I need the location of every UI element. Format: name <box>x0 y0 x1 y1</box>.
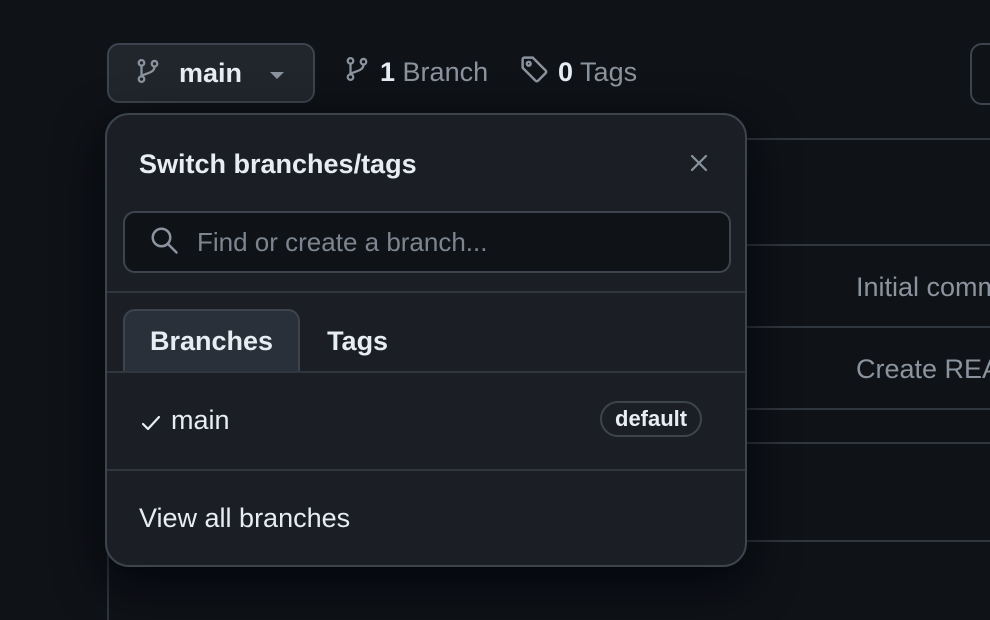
view-all-branches-link[interactable]: View all branches <box>139 503 351 533</box>
branch-search-input[interactable] <box>195 225 719 259</box>
switch-branches-dropdown: Switch branches/tags Branches Tags <box>105 113 747 567</box>
branch-search-box[interactable] <box>123 211 731 273</box>
git-branch-icon <box>135 57 161 90</box>
close-icon <box>689 153 709 178</box>
search-icon <box>149 225 179 260</box>
branches-count: 1 <box>380 57 396 87</box>
default-badge: default <box>600 401 703 437</box>
tags-label: Tags <box>580 57 638 87</box>
divider <box>107 469 745 471</box>
divider <box>107 291 745 293</box>
branch-list-item-main[interactable]: main default <box>107 373 745 469</box>
divider <box>107 371 745 373</box>
tab-tags[interactable]: Tags <box>327 325 389 356</box>
git-branch-icon <box>344 55 370 90</box>
commit-message[interactable]: Initial comm <box>856 272 990 302</box>
commit-message[interactable]: Create REA <box>856 354 990 384</box>
branches-label: Branch <box>402 57 489 87</box>
tag-icon <box>520 55 548 90</box>
chevron-down-icon <box>270 71 285 79</box>
branch-name: main <box>171 405 230 435</box>
branch-selector-button[interactable]: main <box>107 43 315 103</box>
tags-count: 0 <box>558 57 574 87</box>
toolbar-button-partial[interactable] <box>970 43 990 105</box>
tab-branches[interactable]: Branches <box>123 309 301 371</box>
current-branch-label: main <box>179 57 243 88</box>
dropdown-title: Switch branches/tags <box>139 149 417 179</box>
branches-count-link[interactable]: 1 Branch <box>344 55 488 90</box>
branch-tag-tabs: Branches Tags <box>123 309 415 373</box>
check-icon <box>141 415 161 436</box>
tags-count-link[interactable]: 0 Tags <box>520 55 637 90</box>
close-button[interactable] <box>683 149 715 181</box>
